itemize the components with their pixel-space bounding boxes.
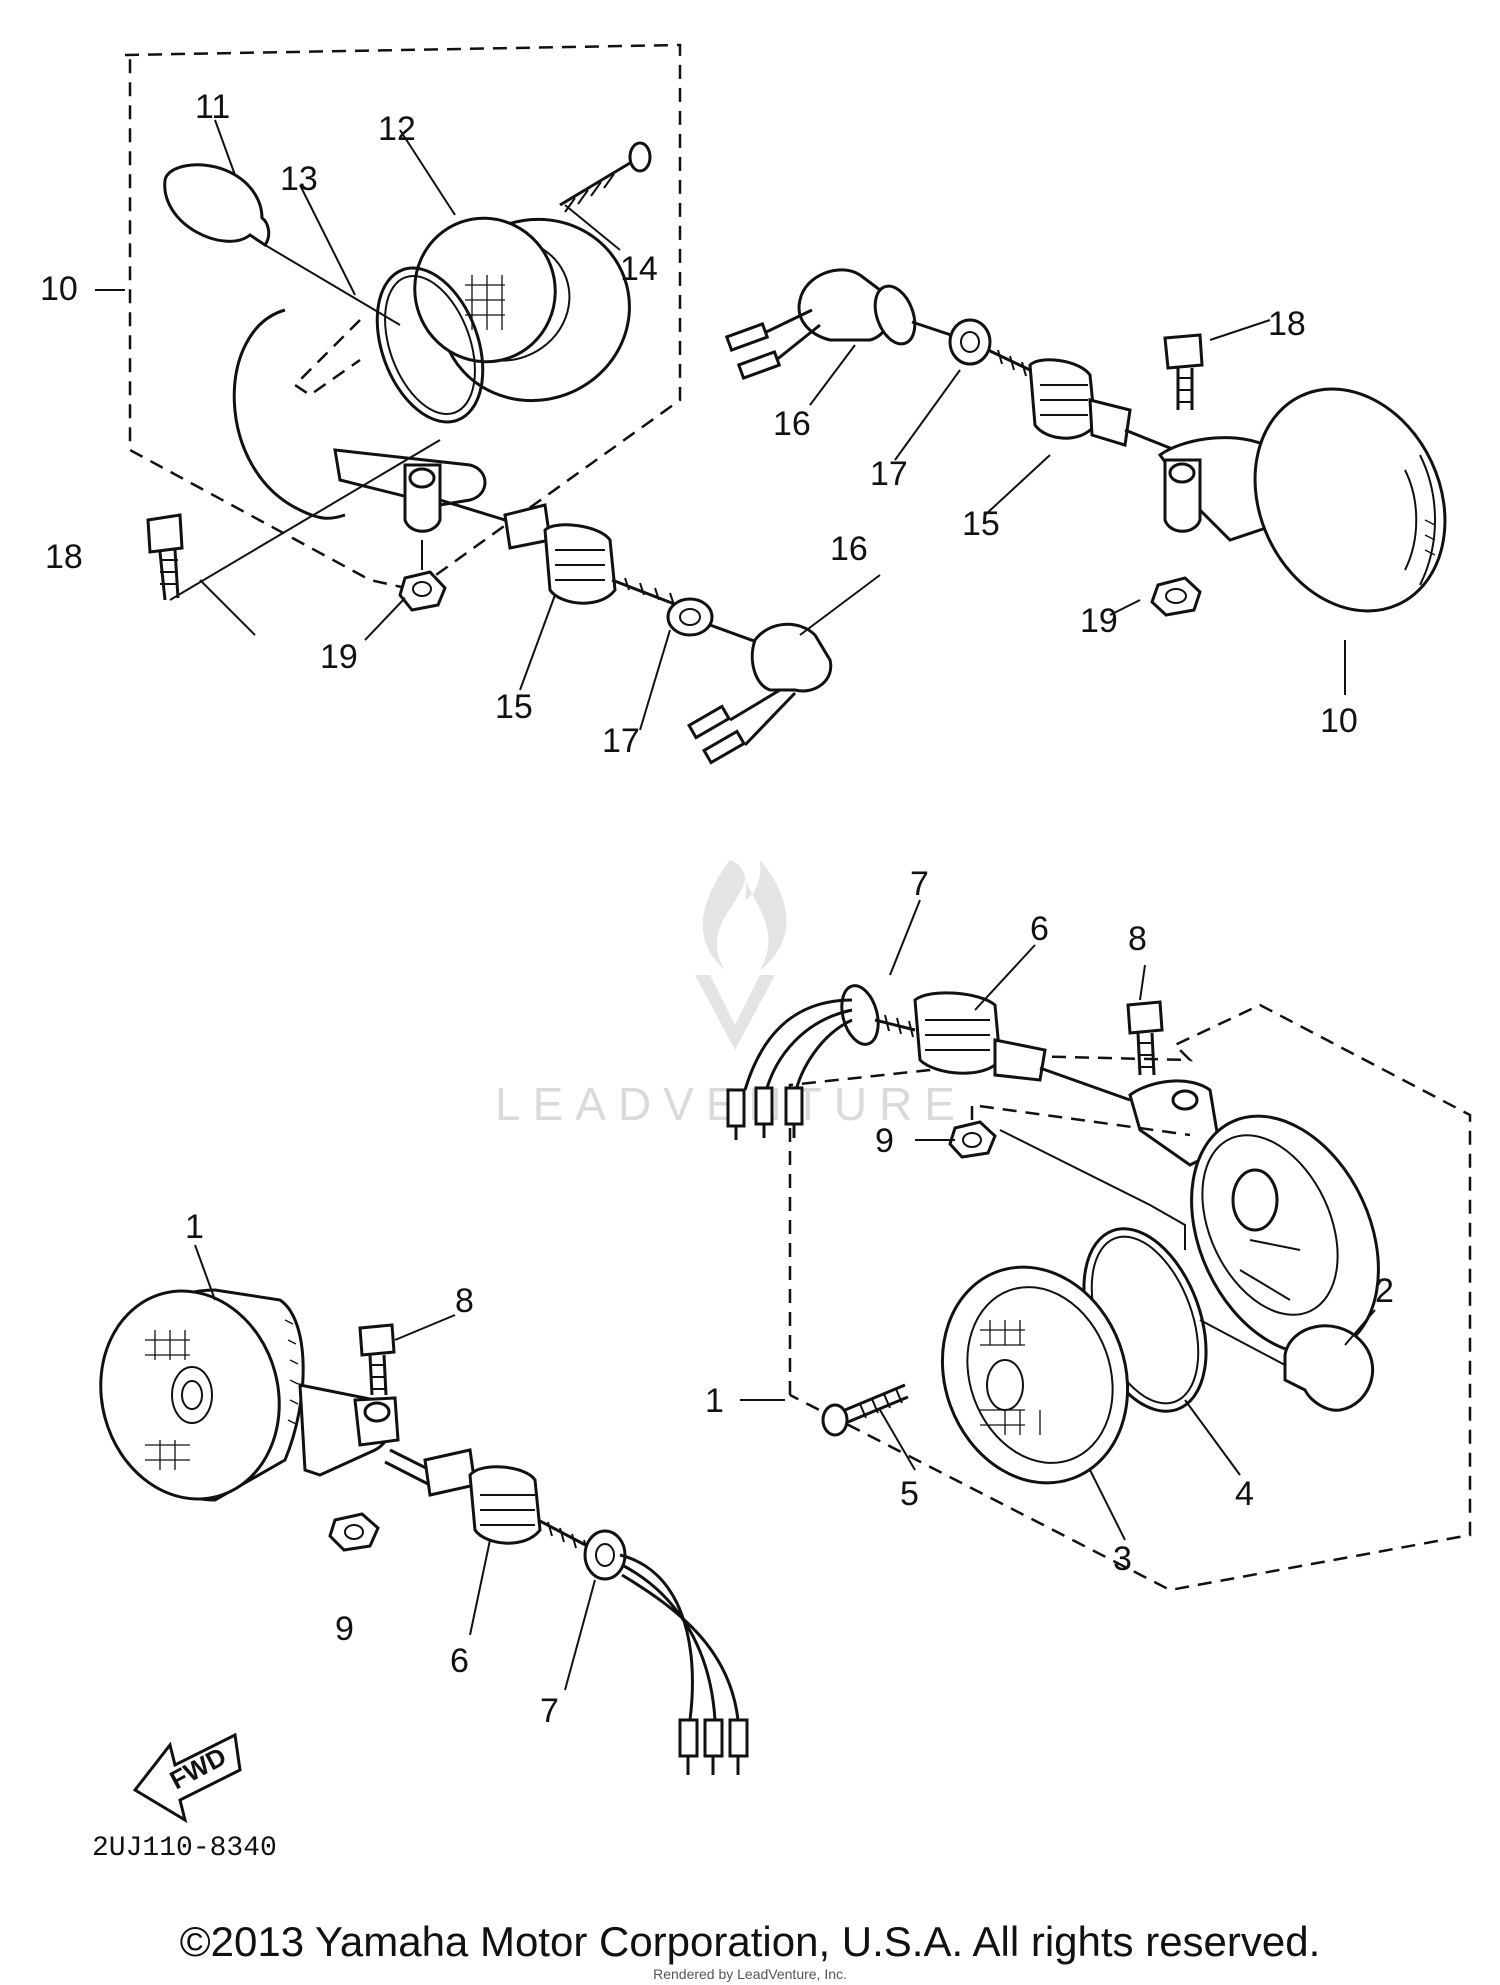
- lower-left-signal-assembly: [99, 1244, 749, 1775]
- callout-8a: 8: [1128, 920, 1147, 958]
- callout-5: 5: [900, 1475, 919, 1513]
- copyright-notice: ©2013 Yamaha Motor Corporation, U.S.A. A…: [179, 1918, 1321, 1965]
- rendered-by-notice: Rendered by LeadVenture, Inc.: [653, 1966, 847, 1982]
- callout-16a: 16: [830, 530, 868, 568]
- lower-right-signal-assembly: [726, 899, 1472, 1592]
- callout-7a: 7: [910, 865, 929, 903]
- upper-right-signal-assembly: [724, 268, 1447, 695]
- callout-18b: 18: [1268, 305, 1306, 343]
- callout-18a: 18: [45, 538, 83, 576]
- callout-15a: 15: [495, 688, 533, 726]
- upper-left-signal-assembly: [95, 43, 881, 765]
- callout-19b: 19: [1080, 602, 1118, 640]
- fwd-arrow-icon: FWD: [132, 1732, 242, 1824]
- callout-6a: 6: [1030, 910, 1049, 948]
- diagram-code: 2UJ110-8340: [92, 1833, 277, 1864]
- watermark-text: LEADVENTURE: [495, 1078, 967, 1130]
- fwd-label: FWD: [165, 1741, 231, 1795]
- callout-10b: 10: [1320, 702, 1358, 740]
- callout-16b: 16: [773, 405, 811, 443]
- callout-labels: 11 12 13 14 10 18 19 15 17 16 18 16 17 1…: [40, 88, 1394, 1730]
- callout-3: 3: [1113, 1540, 1132, 1578]
- callout-1b: 1: [705, 1382, 724, 1420]
- callout-8b: 8: [455, 1282, 474, 1320]
- callout-1a: 1: [185, 1208, 204, 1246]
- leadventure-watermark: LEADVENTURE: [495, 860, 967, 1130]
- callout-10a: 10: [40, 270, 78, 308]
- callout-12: 12: [378, 110, 416, 148]
- callout-9a: 9: [875, 1122, 894, 1160]
- callout-14: 14: [620, 250, 658, 288]
- callout-17a: 17: [602, 722, 640, 760]
- callout-11: 11: [195, 88, 230, 126]
- callout-9b: 9: [335, 1610, 354, 1648]
- callout-4: 4: [1235, 1475, 1254, 1513]
- callout-15b: 15: [962, 505, 1000, 543]
- callout-13: 13: [280, 160, 318, 198]
- callout-17b: 17: [870, 455, 908, 493]
- callout-7b: 7: [540, 1692, 559, 1730]
- callout-6b: 6: [450, 1642, 469, 1680]
- callout-19a: 19: [320, 638, 358, 676]
- callout-2: 2: [1375, 1272, 1394, 1310]
